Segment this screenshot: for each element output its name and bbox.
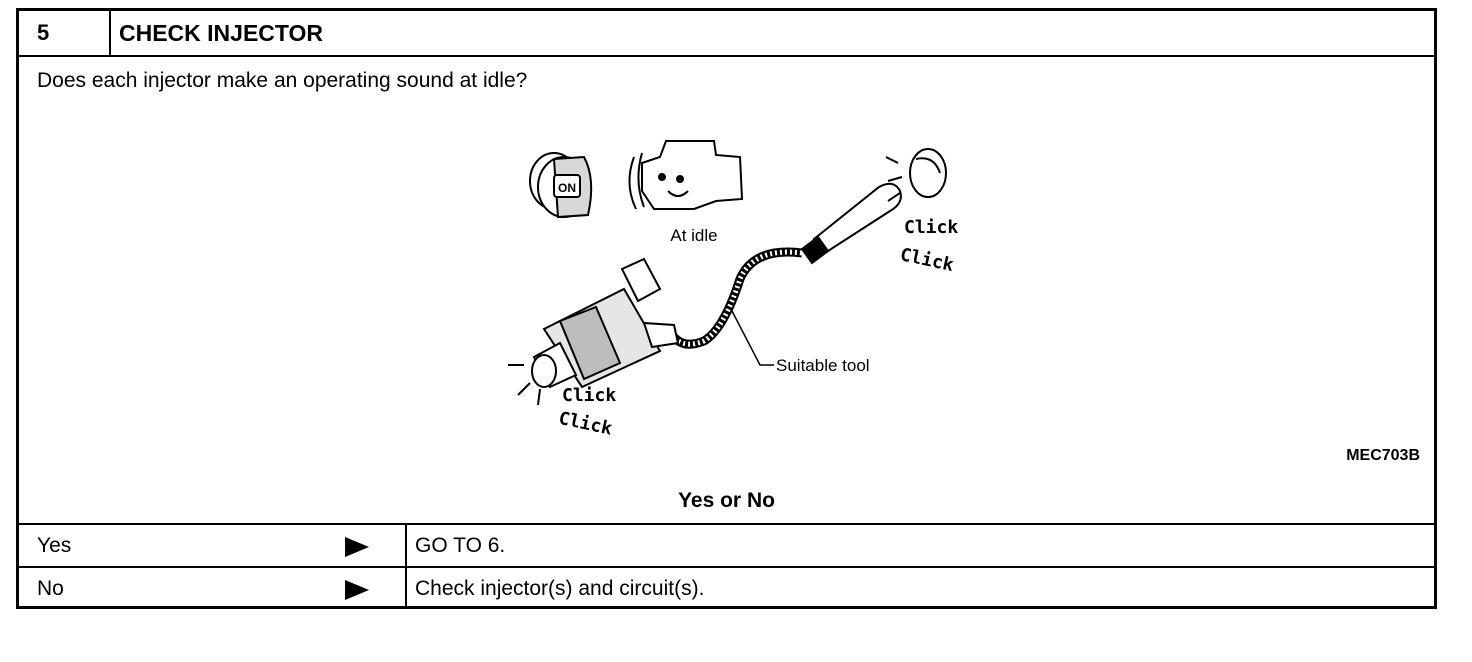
step-title: CHECK INJECTOR xyxy=(119,20,324,46)
suitable-tool-label: Suitable tool xyxy=(776,356,870,375)
injector-check-illustration: ON At idle xyxy=(508,140,958,440)
answer-action-no: Check injector(s) and circuit(s). xyxy=(415,577,705,600)
step-number: 5 xyxy=(19,11,111,55)
question-text: Does each injector make an operating sou… xyxy=(37,69,528,92)
click-label-bottom-2: Click xyxy=(557,408,615,440)
right-triangle-icon xyxy=(345,580,369,600)
tool-hose xyxy=(670,247,803,349)
answer-label-no: No xyxy=(37,577,64,600)
answer-row-yes: Yes GO TO 6. xyxy=(19,523,1434,566)
click-label-bottom-1: Click xyxy=(562,385,616,406)
answer-label-yes: Yes xyxy=(37,534,72,557)
answer-action-yes: GO TO 6. xyxy=(415,534,506,557)
engine-icon xyxy=(628,140,744,210)
figure-code: MEC703B xyxy=(1346,447,1420,464)
click-label-top-1: Click xyxy=(904,217,958,238)
diagnostic-step-table: 5 CHECK INJECTOR Does each injector make… xyxy=(16,8,1437,609)
row-divider xyxy=(405,568,407,609)
answer-row-no: No Check injector(s) and circuit(s). xyxy=(19,566,1434,609)
right-triangle-icon xyxy=(345,537,369,557)
row-divider xyxy=(405,525,407,566)
ignition-key-icon: ON xyxy=(529,152,593,219)
step-header: 5 CHECK INJECTOR xyxy=(19,11,1434,57)
click-label-top-2: Click xyxy=(898,244,956,276)
key-on-label: ON xyxy=(558,181,576,195)
at-idle-label: At idle xyxy=(670,226,717,245)
yes-or-no-prompt: Yes or No xyxy=(678,489,775,512)
stethoscope-icon xyxy=(800,148,947,265)
fuel-injector-icon xyxy=(508,257,680,406)
